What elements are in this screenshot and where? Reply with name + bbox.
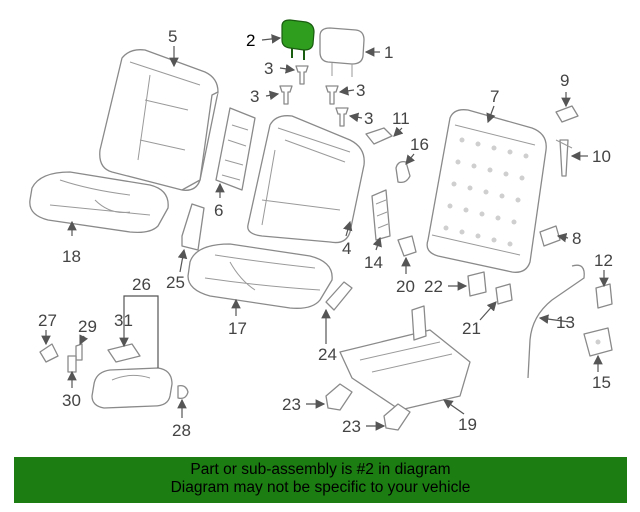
callout-20: 20: [396, 277, 415, 296]
part-16-knob[interactable]: [395, 160, 411, 184]
callout-18: 18: [62, 247, 81, 266]
part-3-guide-pins[interactable]: [279, 65, 349, 127]
callout-27: 27: [38, 311, 57, 330]
callout-30: 30: [62, 391, 81, 410]
callout-4: 4: [342, 239, 351, 258]
part-7-seat-back-frame[interactable]: [426, 109, 547, 273]
part-9-clip[interactable]: [555, 105, 579, 123]
callout-24: 24: [318, 345, 337, 364]
info-banner: Part or sub-assembly is #2 in diagram Di…: [14, 457, 627, 503]
callout-21: 21: [462, 319, 481, 338]
callout-numbers: 1 2 3 3 3 3 4 5 6 7 8 9 10 11 12 13 14 1…: [38, 27, 613, 440]
callout-7: 7: [490, 87, 499, 106]
part-4-seat-back-center[interactable]: [247, 115, 365, 244]
callout-1: 1: [384, 43, 393, 62]
callout-3-c: 3: [356, 81, 365, 100]
callout-23-a: 23: [282, 395, 301, 414]
callout-15: 15: [592, 373, 611, 392]
callout-26: 26: [132, 275, 151, 294]
callout-10: 10: [592, 147, 611, 166]
part-31-cupholder[interactable]: [107, 343, 141, 363]
callout-5: 5: [168, 27, 177, 46]
part-26-armrest-assembly[interactable]: [91, 367, 173, 409]
part-5-seat-back-left[interactable]: [99, 49, 219, 191]
frame-holes: [443, 137, 529, 247]
part-1-headrest[interactable]: [319, 27, 365, 77]
callout-29: 29: [78, 317, 97, 336]
part-19-frame[interactable]: [339, 305, 471, 411]
part-22-clip[interactable]: [467, 271, 487, 297]
part-15-plate[interactable]: [583, 327, 613, 357]
callout-2: 2: [246, 31, 255, 50]
banner-line-1: Part or sub-assembly is #2 in diagram: [190, 461, 451, 478]
callout-12: 12: [594, 251, 613, 270]
part-13-cable[interactable]: [527, 264, 585, 379]
callout-22: 22: [424, 277, 443, 296]
leader-lines: [41, 34, 609, 431]
callout-23-b: 23: [342, 417, 361, 436]
part-23-bracket-right[interactable]: [383, 403, 411, 431]
callout-13: 13: [556, 313, 575, 332]
part-18-seat-cushion-left[interactable]: [29, 171, 169, 234]
part-20-lock[interactable]: [397, 235, 417, 257]
callout-17: 17: [228, 319, 247, 338]
part-23-bracket-left[interactable]: [325, 383, 353, 411]
callout-9: 9: [560, 71, 569, 90]
callout-11: 11: [392, 109, 410, 128]
part-8-bracket[interactable]: [539, 225, 561, 247]
callout-19: 19: [458, 415, 477, 434]
part-11-cover[interactable]: [365, 127, 393, 145]
part-24-strip[interactable]: [325, 281, 353, 311]
part-25-bracket[interactable]: [181, 203, 205, 251]
part-2-armrest-highlighted[interactable]: [281, 19, 315, 60]
callout-3-b: 3: [250, 87, 259, 106]
part-30-clip[interactable]: [67, 355, 77, 373]
callout-8: 8: [572, 229, 581, 248]
callout-31: 31: [114, 311, 133, 330]
part-14-latch[interactable]: [371, 189, 391, 241]
callout-14: 14: [364, 253, 383, 272]
part-28-clip[interactable]: [177, 384, 189, 400]
callout-28: 28: [172, 421, 191, 440]
callout-3-a: 3: [264, 59, 273, 78]
part-10-rod[interactable]: [555, 139, 573, 177]
callout-16: 16: [410, 135, 429, 154]
part-12-bracket[interactable]: [595, 283, 613, 309]
callout-3-d: 3: [364, 109, 373, 128]
part-17-seat-cushion-center[interactable]: [187, 243, 333, 309]
part-29-clip[interactable]: [75, 343, 83, 361]
banner-line-2: Diagram may not be specific to your vehi…: [170, 479, 471, 496]
callout-25: 25: [166, 273, 185, 292]
part-21-clip[interactable]: [495, 283, 513, 305]
seat-exploded-diagram: 1 2 3 3 3 3 4 5 6 7 8 9 10 11 12 13 14 1…: [29, 19, 613, 440]
callout-6: 6: [214, 201, 223, 220]
part-6-bracket[interactable]: [215, 107, 256, 191]
part-27-bracket[interactable]: [39, 343, 59, 363]
